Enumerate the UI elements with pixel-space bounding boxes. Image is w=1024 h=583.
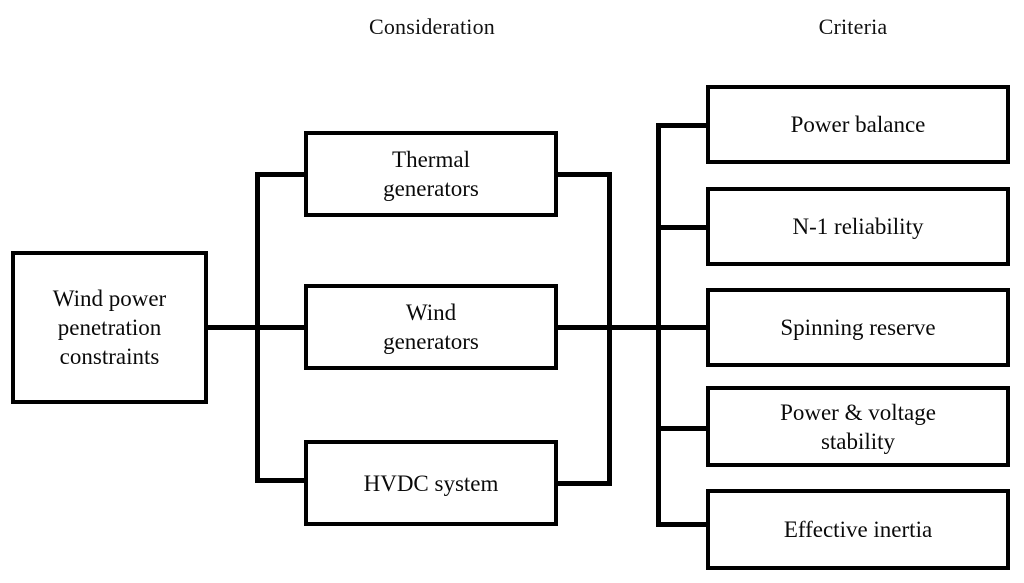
- edge-bus-to-power-balance: [656, 123, 710, 128]
- node-power-voltage-stability[interactable]: Power & voltage stability: [706, 386, 1010, 467]
- node-label: Power balance: [790, 112, 926, 137]
- edge-bus-to-effective-inertia: [656, 522, 710, 527]
- node-wind-power-penetration-constraints[interactable]: Wind power penetration constraints: [11, 251, 208, 404]
- node-label: N-1 reliability: [792, 214, 924, 239]
- edge-bus-to-hvdc-system: [255, 478, 307, 483]
- node-hvdc-system[interactable]: HVDC system: [304, 440, 558, 526]
- node-label: Wind generators: [383, 300, 479, 354]
- node-label: Wind power penetration constraints: [52, 286, 167, 369]
- node-n-1-reliability[interactable]: N-1 reliability: [706, 187, 1010, 266]
- edge-bus-to-spinning-reserve: [656, 325, 710, 330]
- edge-bus-to-thermal-generators: [255, 172, 307, 177]
- node-label: Effective inertia: [783, 517, 933, 542]
- node-power-balance[interactable]: Power balance: [706, 85, 1010, 164]
- edge-collector-to-criteria-bus: [607, 325, 661, 330]
- node-thermal-generators[interactable]: Thermal generators: [304, 131, 558, 217]
- column-header-criteria: Criteria: [818, 14, 888, 39]
- node-wind-generators[interactable]: Wind generators: [304, 284, 558, 370]
- column-header-consideration: Consideration: [368, 14, 496, 39]
- node-label: Thermal generators: [383, 147, 479, 201]
- edge-wind-generators-to-collector: [556, 325, 612, 330]
- node-label: Power & voltage stability: [780, 399, 936, 454]
- node-spinning-reserve[interactable]: Spinning reserve: [706, 288, 1010, 367]
- edge-thermal-generators-to-collector: [556, 172, 612, 177]
- node-effective-inertia[interactable]: Effective inertia: [706, 489, 1010, 570]
- edge-bus-to-wind-generators: [255, 325, 307, 330]
- edge-bus-to-n-1-reliability: [656, 225, 710, 230]
- node-label: HVDC system: [363, 470, 499, 496]
- edge-hvdc-system-to-collector: [556, 481, 612, 486]
- node-label: Spinning reserve: [780, 315, 936, 340]
- edge-bus-to-power-voltage-stability: [656, 426, 710, 431]
- edge-root-to-consideration-bus: [206, 325, 260, 330]
